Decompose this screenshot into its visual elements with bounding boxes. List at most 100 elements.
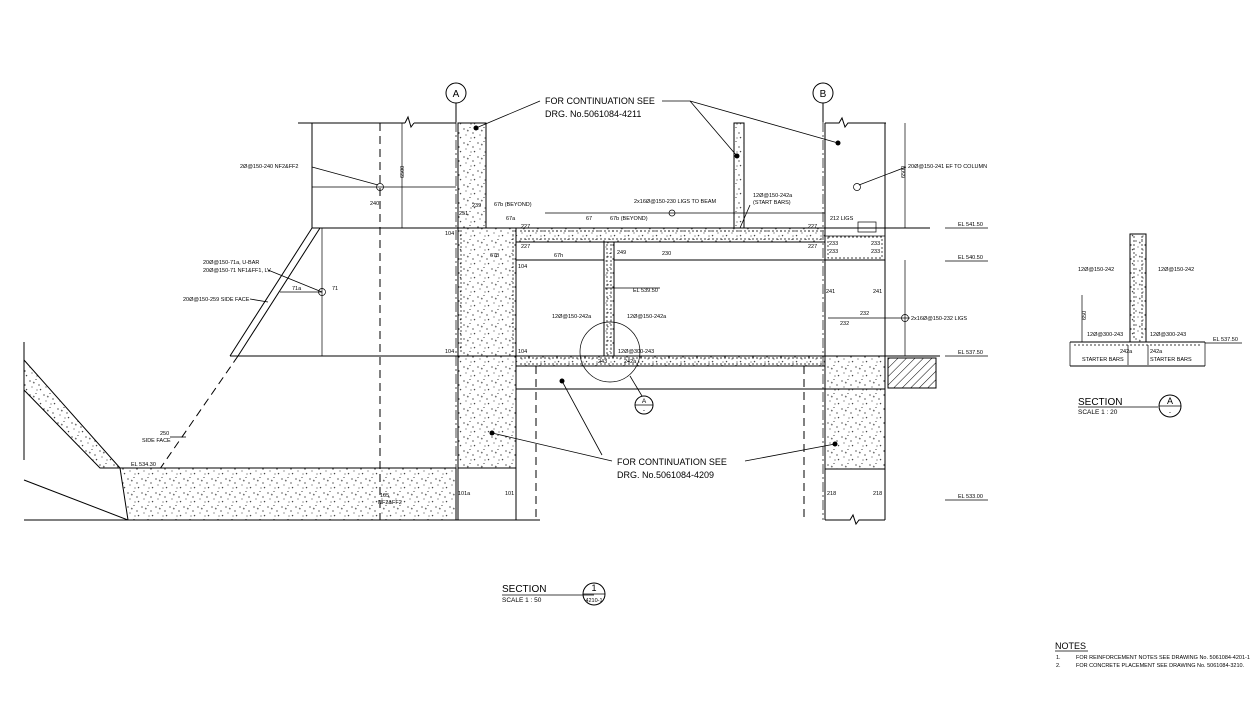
label-230: 230 [662,251,671,257]
label-227-d: 227 [808,244,817,250]
main-section: A B [23,82,988,606]
label-col-bars: 20Ø@150-241 EF TO COLUMN [908,164,987,170]
sec-a-242a-left: 242a [1120,349,1133,355]
label-wall-right-bars: 12Ø@150-242a [627,314,667,320]
note-1-num: 1. [1056,655,1061,661]
detail-a-ref: - [643,407,645,414]
section-a-title: SECTION SCALE 1 : 20 A - [1078,394,1182,418]
column-b-slab-node [824,355,886,390]
continuation-top: FOR CONTINUATION SEE DRG. No.5061084-421… [473,96,841,159]
label-251: 251 [459,211,468,217]
label-67b-beyond: 67b (BEYOND) [494,202,532,208]
rebar-dots [460,230,883,365]
section-scale: SCALE 1 : 50 [502,597,542,604]
label-240: 240 [370,201,379,207]
label-ligs-232: 2x16Ø@150-232 LIGS [911,316,967,322]
section-a-wall [1129,233,1147,343]
sec-a-starter-right: STARTER BARS [1150,357,1192,363]
sec-a-dim: 650 [1082,311,1088,320]
label-233-d: 233 [871,249,880,255]
label-105-sub: NF2&FF2 [378,500,402,506]
label-243-hatch: 243 [598,359,607,365]
label-241-a: 241 [826,289,835,295]
notes-heading: NOTES [1055,641,1086,651]
column-a-node [457,227,517,357]
label-71a: 71a [292,286,302,292]
label-227-c: 227 [808,224,817,230]
sec-a-243-right: 12Ø@300-243 [1150,332,1186,338]
sec-a-right-bars: 12Ø@150-242 [1158,267,1194,273]
label-243a: 242a [624,359,637,365]
label-el-534: EL 534.30 [131,462,156,468]
label-233-a: 233 [829,241,838,247]
section-ref: 4210-1 [585,598,602,604]
sec-a-starter-left: STARTER BARS [1082,357,1124,363]
bottom-slab [515,355,826,367]
continuation-top-line2: DRG. No.5061084-4211 [545,109,641,119]
detail-a-letter: A [642,398,647,405]
sec-a-letter: A [1167,396,1173,406]
label-104-mid: 104 [518,264,527,270]
elevation-lines [545,123,988,501]
label-67h: 67h [554,253,563,259]
label-el-533: EL 533.00 [958,494,983,500]
rebar-labels: 2Ø@150-240 NF2&FF2 240 6500 6500 20Ø@150… [131,164,987,506]
sec-a-el: EL 537.50 [1213,337,1238,343]
label-104-top: 104 [445,231,454,237]
label-side-face-upper: 20Ø@150-259 SIDE FACE [183,297,250,303]
label-249: 249 [617,250,626,256]
label-239: 239 [472,203,481,209]
label-227-a: 227 [521,224,530,230]
section-title-main: SECTION SCALE 1 : 50 1 4210-1 [502,582,606,606]
continuation-bottom-line1: FOR CONTINUATION SEE [617,457,727,467]
top-slab [515,227,826,243]
label-71: 71 [332,286,338,292]
section-a-detail: 12Ø@150-242 12Ø@150-242 650 12Ø@300-243 … [1069,233,1242,418]
label-105: 105 [380,493,389,499]
label-218-b: 218 [873,491,882,497]
label-side-face: SIDE FACE [142,438,171,444]
label-upbar-left: 2Ø@150-240 NF2&FF2 [240,164,298,170]
label-ubar-1: 20Ø@150-71a, U-BAR [203,260,259,266]
label-ubar-2: 20Ø@150-71 NF1&FF1, LV [203,268,271,274]
label-el-537: EL 537.50 [958,350,983,356]
grid-line-b: B [812,82,834,122]
label-67b: 67b [490,253,499,259]
label-241-b: 241 [873,289,882,295]
sec-a-243-left: 12Ø@300-243 [1087,332,1123,338]
continuation-top-line1: FOR CONTINUATION SEE [545,96,655,106]
label-233-b: 233 [829,249,838,255]
label-el-541: EL 541.50 [958,222,983,228]
label-101: 101 [505,491,514,497]
label-101a: 101a [458,491,471,497]
label-232-b: 232 [860,311,869,317]
sec-a-242a-right: 242a [1150,349,1163,355]
note-2-text: FOR CONCRETE PLACEMENT SEE DRAWING No. 5… [1076,663,1245,669]
label-wall-left-bars: 12Ø@150-242a [552,314,592,320]
label-218-a: 218 [827,491,836,497]
label-67a: 67a [506,216,516,222]
grid-line-a: A [445,82,467,122]
label-233-c: 233 [871,241,880,247]
label-104-bot: 104 [445,349,454,355]
middle-upstand [733,122,745,229]
label-243: 12Ø@300-243 [618,349,654,355]
label-104-bot2: 104 [518,349,527,355]
label-el-540: EL 540.50 [958,255,983,261]
label-232-a: 232 [840,321,849,327]
label-67: 67 [586,216,592,222]
continuation-bottom-line2: DRG. No.5061084-4209 [617,470,714,480]
sec-a-ref: - [1169,409,1171,416]
notes: NOTES 1. FOR REINFORCEMENT NOTES SEE DRA… [1055,641,1250,669]
label-250: 250 [160,431,169,437]
beam-b [824,235,886,261]
mid-wall [603,241,615,357]
sec-a-left-bars: 12Ø@150-242 [1078,267,1114,273]
label-227-b: 227 [521,244,530,250]
label-67b-beyond2: 67b (BEYOND) [610,216,648,222]
label-212-ligs: 212 LIGS [830,216,854,222]
label-start-bars-1: 12Ø@150-242a [753,193,793,199]
ground-hatch [887,357,937,389]
upstand-wall [298,115,456,229]
